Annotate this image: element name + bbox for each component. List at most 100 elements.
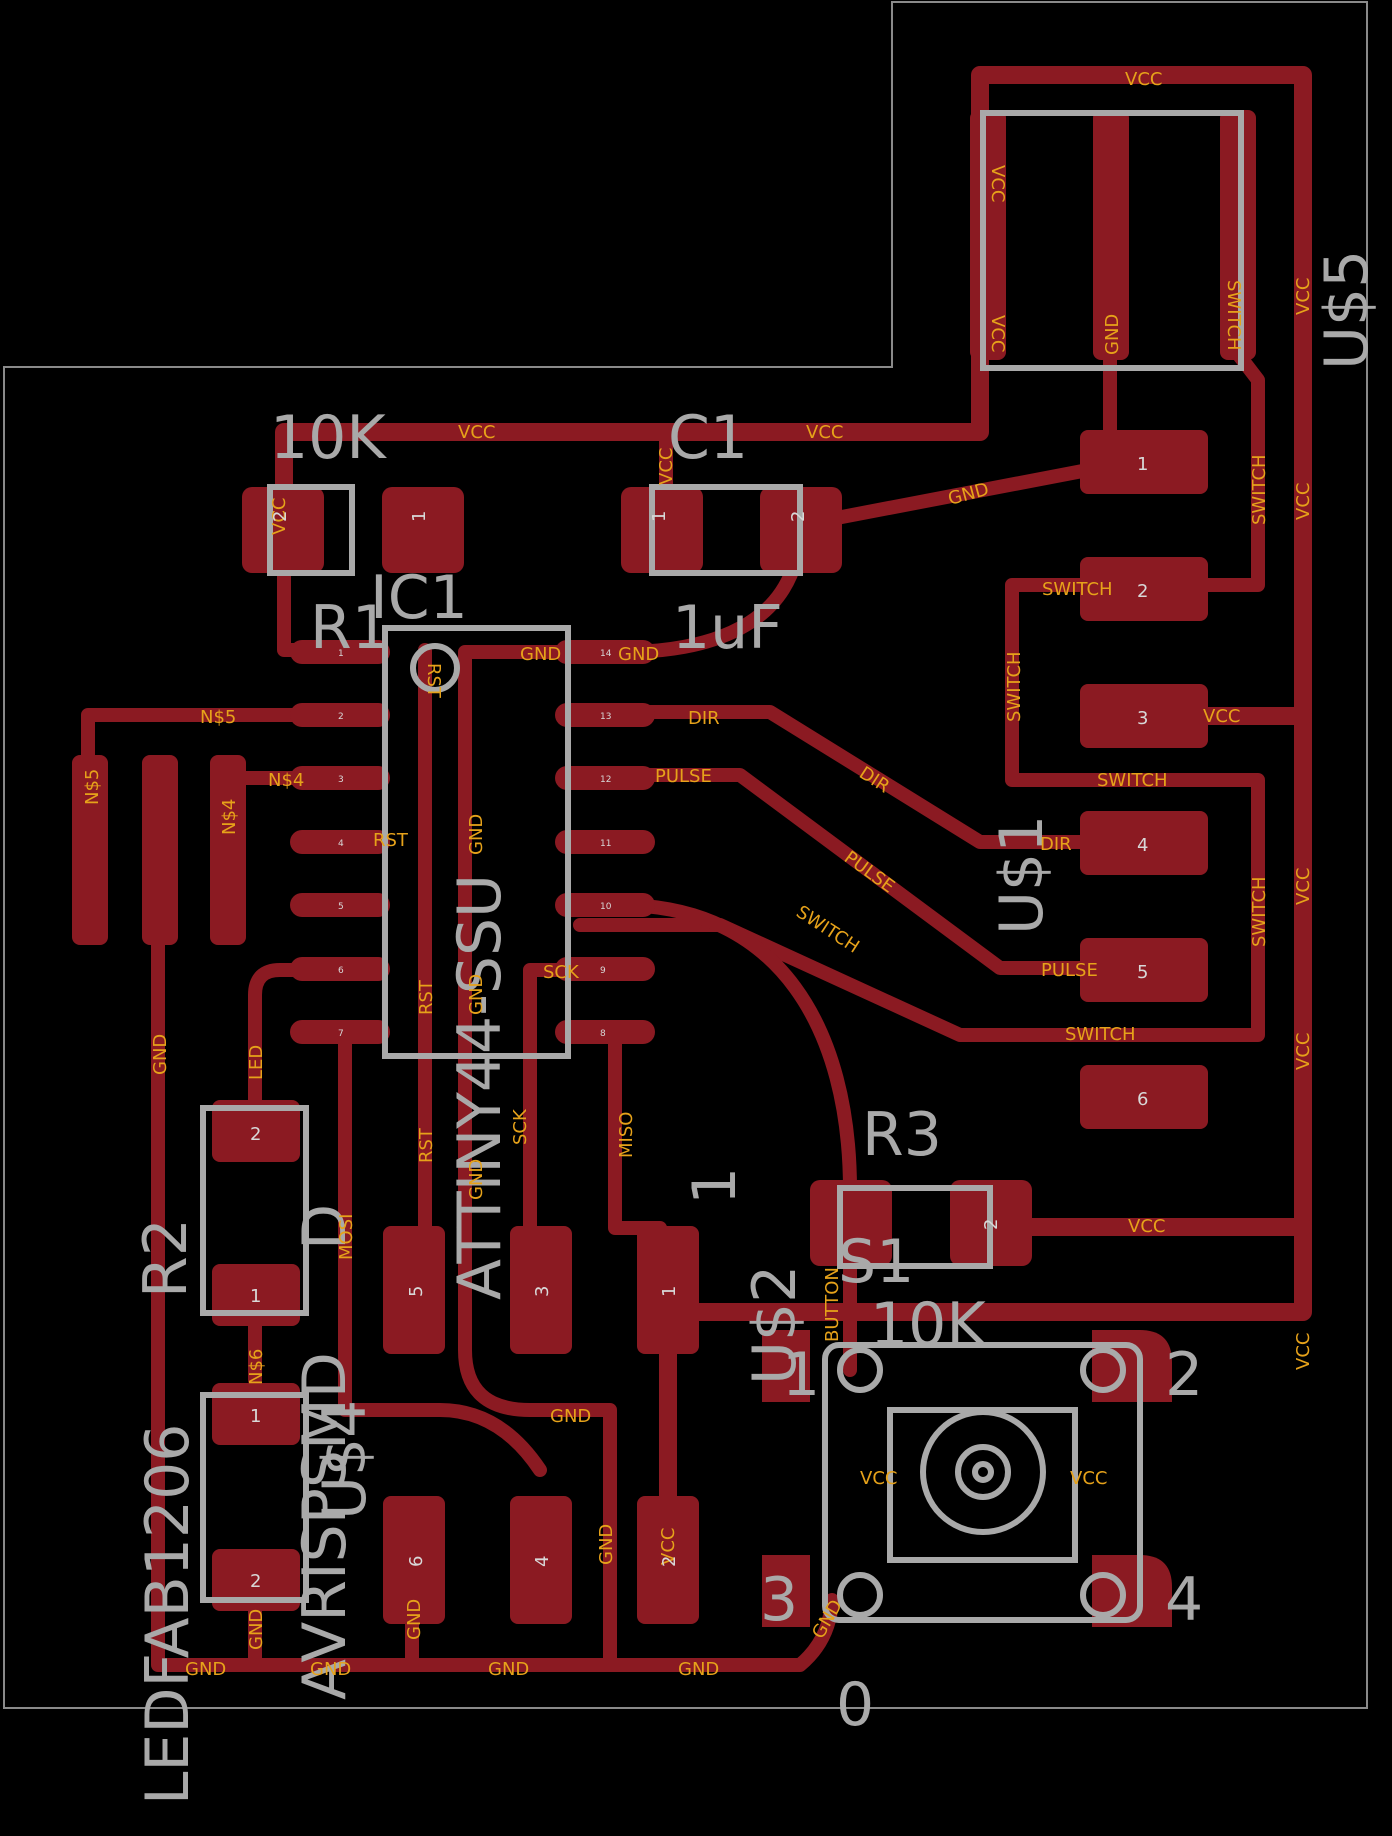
svg-text:N$4: N$4	[268, 770, 304, 791]
svg-text:MOSI: MOSI	[336, 1214, 357, 1260]
svg-text:1: 1	[1137, 454, 1148, 475]
svg-text:VCC: VCC	[1070, 1468, 1107, 1489]
svg-text:VCC: VCC	[1203, 706, 1240, 727]
svg-text:RST: RST	[416, 1127, 437, 1163]
svg-text:VCC: VCC	[806, 422, 843, 443]
svg-text:9: 9	[600, 966, 606, 976]
svg-text:GND: GND	[550, 1406, 591, 1427]
svg-text:SWITCH: SWITCH	[792, 902, 863, 958]
svg-text:MISO: MISO	[616, 1112, 637, 1158]
svg-text:7: 7	[338, 1029, 344, 1039]
svg-text:SWITCH: SWITCH	[1042, 579, 1113, 600]
svg-text:GND: GND	[404, 1599, 425, 1640]
us4-label: U$4	[310, 1400, 380, 1520]
svg-text:SWITCH: SWITCH	[1249, 454, 1270, 525]
svg-text:3: 3	[338, 775, 344, 785]
svg-text:GND: GND	[310, 1659, 351, 1680]
button-pin3-label: 3	[760, 1565, 798, 1635]
svg-text:VCC: VCC	[1128, 1216, 1165, 1237]
button-pin2-label: 2	[1165, 1340, 1203, 1410]
ic1-part-label: ATTINY44-SSU	[445, 874, 515, 1300]
svg-text:6: 6	[338, 966, 344, 976]
svg-text:SWITCH: SWITCH	[1065, 1024, 1136, 1045]
svg-text:2: 2	[270, 511, 291, 522]
svg-text:2: 2	[250, 1571, 261, 1592]
svg-text:RST: RST	[373, 830, 409, 851]
svg-text:SWITCH: SWITCH	[1004, 651, 1025, 722]
svg-text:GND: GND	[946, 479, 991, 510]
avr-part-label: AVRISPSMD	[290, 1352, 360, 1700]
svg-text:VCC: VCC	[1293, 868, 1314, 905]
svg-text:GND: GND	[150, 1034, 171, 1075]
r2-label: R2	[131, 1218, 201, 1298]
svg-text:5: 5	[406, 1286, 427, 1297]
svg-text:SCK: SCK	[543, 962, 580, 983]
svg-text:4: 4	[1137, 835, 1148, 856]
svg-text:VCC: VCC	[860, 1468, 897, 1489]
label-zero: 0	[836, 1670, 874, 1740]
svg-text:SWITCH: SWITCH	[1249, 876, 1270, 947]
svg-text:BUTTON: BUTTON	[822, 1267, 843, 1342]
label-one: 1	[680, 1167, 750, 1205]
svg-text:2: 2	[1137, 581, 1148, 602]
svg-text:2: 2	[338, 712, 344, 722]
svg-text:VCC: VCC	[987, 165, 1008, 202]
svg-text:2: 2	[250, 1124, 261, 1145]
svg-text:GND: GND	[618, 644, 659, 665]
svg-text:GND: GND	[596, 1524, 617, 1565]
silkscreen	[200, 110, 1244, 1623]
board-outline	[3, 1, 1368, 1709]
svg-text:VCC: VCC	[1293, 483, 1314, 520]
svg-text:VCC: VCC	[1293, 1333, 1314, 1370]
svg-text:SWITCH: SWITCH	[1097, 770, 1168, 791]
svg-text:VCC: VCC	[987, 315, 1008, 352]
svg-text:VCC: VCC	[269, 498, 290, 535]
svg-text:DIR: DIR	[688, 708, 720, 729]
svg-text:1: 1	[250, 1286, 261, 1307]
svg-text:PULSE: PULSE	[655, 766, 712, 787]
svg-text:5: 5	[338, 902, 344, 912]
svg-text:GND: GND	[246, 1609, 267, 1650]
svg-text:VCC: VCC	[1293, 1033, 1314, 1070]
svg-text:N$6: N$6	[246, 1349, 267, 1385]
svg-text:10: 10	[600, 902, 612, 912]
svg-text:1: 1	[659, 1286, 680, 1297]
svg-text:1: 1	[338, 649, 344, 659]
svg-text:SCK: SCK	[510, 1108, 531, 1145]
svg-text:12: 12	[600, 775, 611, 785]
svg-text:N$5: N$5	[200, 707, 236, 728]
svg-text:8: 8	[600, 1029, 606, 1039]
svg-text:1: 1	[409, 511, 430, 522]
svg-text:2: 2	[981, 1219, 1002, 1230]
component-labels: 10K R1 IC1 C1 1uF ATTINY44-SSU U$5 U$1 R…	[131, 250, 1382, 1805]
svg-text:GND: GND	[678, 1659, 719, 1680]
svg-text:4: 4	[532, 1556, 553, 1567]
svg-text:GND: GND	[466, 974, 487, 1015]
svg-text:GND: GND	[466, 814, 487, 855]
svg-text:RST: RST	[423, 663, 444, 699]
svg-text:4: 4	[338, 839, 344, 849]
svg-text:1: 1	[649, 511, 670, 522]
copper-pads	[72, 110, 1256, 1627]
svg-text:GND: GND	[488, 1659, 529, 1680]
svg-text:GND: GND	[520, 644, 561, 665]
r3-value-label: 10K	[870, 1290, 987, 1360]
svg-text:2: 2	[659, 1556, 680, 1567]
svg-text:VCC: VCC	[458, 422, 495, 443]
svg-text:3: 3	[532, 1286, 553, 1297]
svg-text:PULSE: PULSE	[840, 847, 898, 897]
svg-text:14: 14	[600, 649, 612, 659]
s1-label: S1	[838, 1227, 914, 1297]
svg-text:6: 6	[1137, 1089, 1148, 1110]
button-pin4-label: 4	[1165, 1565, 1203, 1635]
svg-text:VCC: VCC	[1125, 69, 1162, 90]
svg-text:VCC: VCC	[1293, 278, 1314, 315]
svg-text:6: 6	[406, 1556, 427, 1567]
svg-text:N$4: N$4	[219, 799, 240, 835]
svg-text:PULSE: PULSE	[1041, 960, 1098, 981]
svg-text:GND: GND	[1102, 314, 1123, 355]
button-pin1-label: 1	[782, 1340, 820, 1410]
svg-text:GND: GND	[185, 1659, 226, 1680]
d-label: D	[290, 1204, 360, 1250]
